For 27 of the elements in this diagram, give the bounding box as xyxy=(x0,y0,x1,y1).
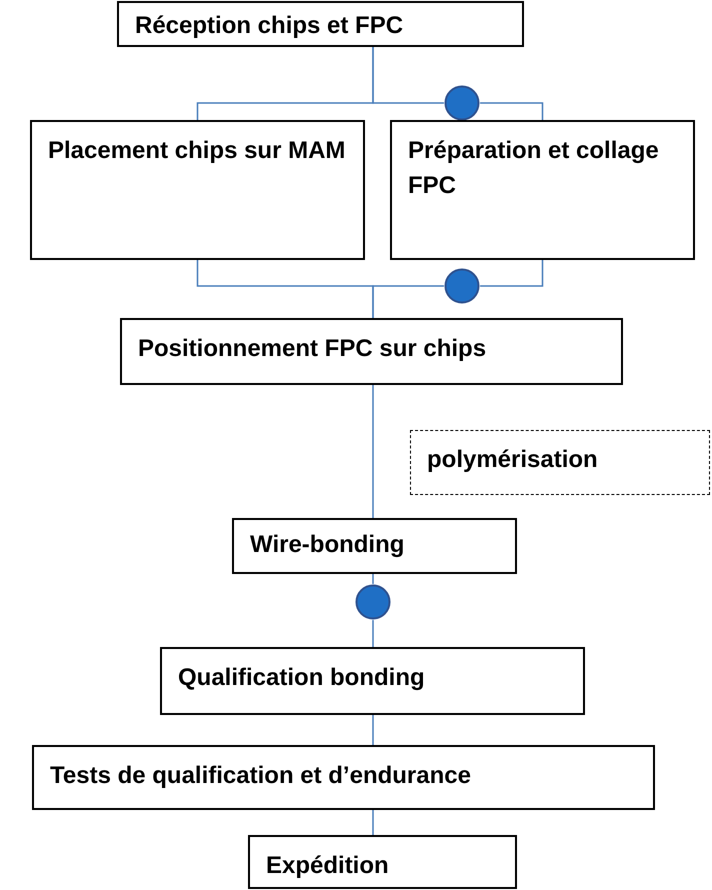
connector-line xyxy=(372,715,374,745)
step-label: Réception chips et FPC xyxy=(135,11,404,41)
connector-line xyxy=(480,102,544,120)
step-label: Positionnement FPC sur chips xyxy=(138,334,486,364)
step-label: Préparation et collage FPC xyxy=(408,136,660,201)
connector-line xyxy=(372,620,374,647)
step-label: Expédition xyxy=(266,851,389,881)
connector-line xyxy=(372,47,444,104)
connector-line xyxy=(372,385,374,518)
process-box xyxy=(117,1,524,47)
step-label: Wire-bonding xyxy=(250,530,404,560)
process-box xyxy=(248,835,517,889)
connector-line xyxy=(480,260,544,287)
process-box xyxy=(120,318,623,385)
process-box xyxy=(30,120,365,260)
process-box xyxy=(232,518,517,574)
dashed-step-box xyxy=(410,430,710,495)
connector-line xyxy=(372,285,444,318)
process-box xyxy=(390,120,695,260)
process-box xyxy=(160,647,585,715)
step-label: Placement chips sur MAM xyxy=(48,136,346,166)
step-label: Tests de qualification et d’endurance xyxy=(50,761,471,791)
connector-line xyxy=(372,810,374,835)
step-label: polymérisation xyxy=(427,445,598,475)
connector-line xyxy=(372,574,374,584)
process-box xyxy=(32,745,655,810)
step-label: Qualification bonding xyxy=(178,663,425,693)
